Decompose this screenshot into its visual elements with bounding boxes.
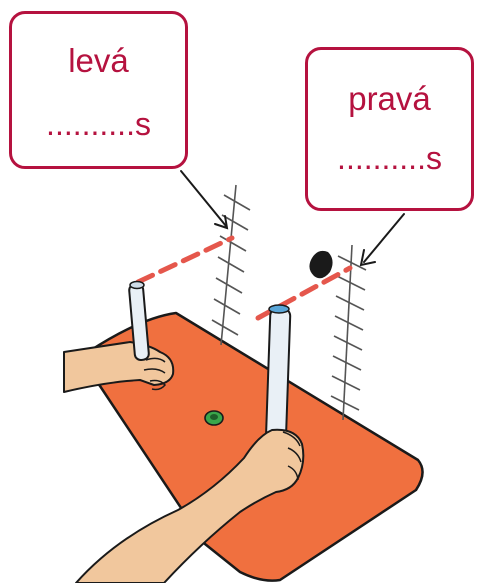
right-arm	[75, 428, 305, 583]
left-pointer-arrow	[180, 170, 229, 230]
right-time-field[interactable]: ..........s	[337, 140, 442, 176]
green-coin	[204, 410, 224, 426]
right-timer-callout: pravá ..........s	[305, 47, 474, 211]
falling-object	[309, 250, 333, 279]
left-hand-fingers	[143, 357, 166, 391]
left-tube-top	[129, 280, 145, 290]
right-tube-top	[268, 304, 290, 314]
left-scale	[211, 184, 251, 346]
left-label: levá	[68, 42, 129, 79]
right-scale	[330, 244, 367, 421]
left-timer-callout: levá ..........s	[9, 11, 188, 169]
right-label: pravá	[348, 80, 431, 117]
left-time-field[interactable]: ..........s	[46, 106, 151, 142]
right-pointer-arrow	[359, 213, 405, 267]
right-hand-fingers	[282, 431, 302, 481]
left-height-line	[135, 235, 235, 285]
